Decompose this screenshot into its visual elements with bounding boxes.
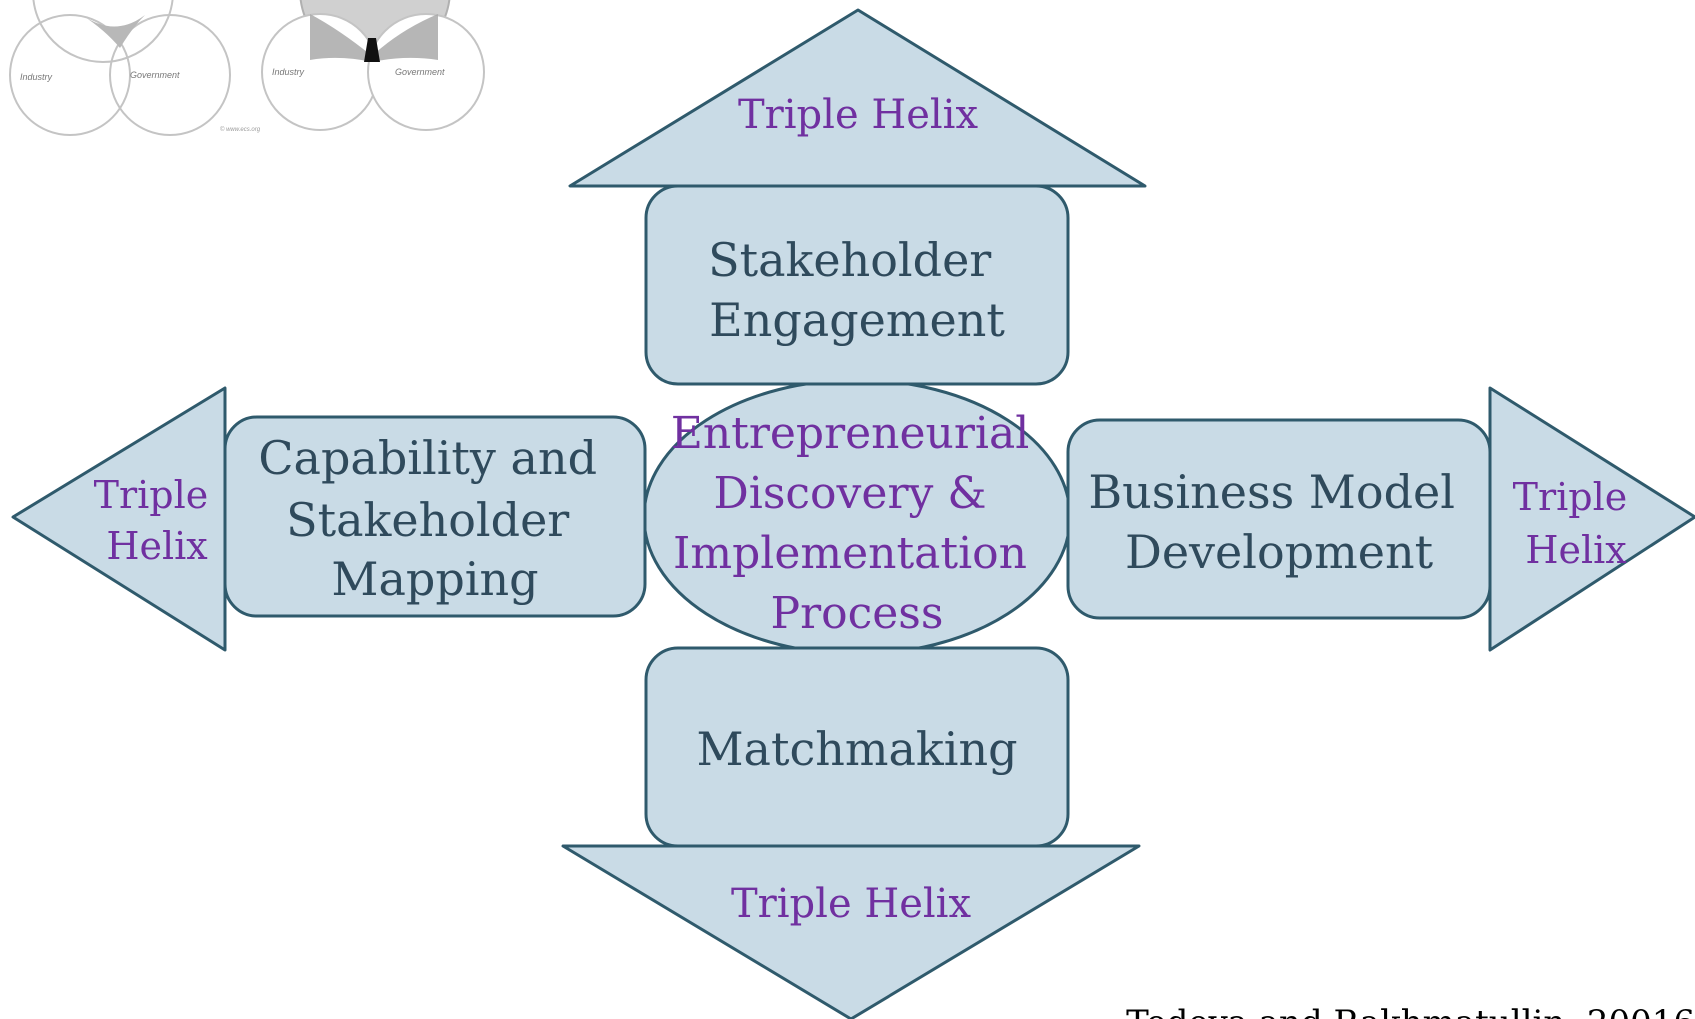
center-line: Implementation <box>673 528 1027 579</box>
venn-circle-top <box>32 0 174 63</box>
arrow-bottom-label: Triple Helix <box>731 881 972 927</box>
venn-caption: © www.ecs.org <box>220 126 261 133</box>
arrow-right-line: Helix <box>1525 528 1626 572</box>
box-capability-mapping: Capability and Stakeholder Mapping <box>223 415 647 618</box>
arrow-left-shape <box>11 386 227 652</box>
venn-circle-right <box>109 14 231 136</box>
venn-overlap-shade <box>82 15 145 48</box>
box-top-line: Engagement <box>709 293 1005 347</box>
box-stakeholder-engagement: Stakeholder Engagement <box>644 184 1070 386</box>
center-line: Entrepreneurial <box>671 408 1030 459</box>
venn-label-industry: Industry <box>20 72 53 82</box>
box-right-line: Business Model <box>1088 465 1455 519</box>
venn-circle-left <box>9 14 131 136</box>
box-left-line: Stakeholder <box>286 493 569 547</box>
venn-right-figure: Industry Government <box>261 0 485 131</box>
center-process: Entrepreneurial Discovery & Implementati… <box>642 378 1072 656</box>
box-business-model: Business Model Development <box>1066 418 1492 620</box>
box-right-shape <box>1066 418 1492 620</box>
box-top-line: Stakeholder <box>708 233 991 287</box>
center-label: Entrepreneurial Discovery & Implementati… <box>671 408 1044 639</box>
center-line: Process <box>771 588 944 639</box>
venn-left-figure: Industry Government <box>9 0 231 136</box>
arrow-right-line: Triple <box>1513 475 1628 519</box>
box-top-shape <box>644 184 1070 386</box>
box-left-label: Capability and Stakeholder Mapping <box>258 431 611 606</box>
arrow-left-line: Helix <box>106 524 207 568</box>
arrow-left-label: Triple Helix <box>94 473 221 568</box>
arrow-left: Triple Helix <box>11 386 227 652</box>
venn-center-black <box>364 38 380 62</box>
arrow-top: Triple Helix <box>568 8 1147 188</box>
arrow-right-shape <box>1488 386 1695 652</box>
venn-overlap-shade <box>310 14 438 62</box>
citation-text: Todeva and Rakhmatullin, 20016 <box>1126 1003 1695 1019</box>
venn-label-government: Government <box>395 67 445 77</box>
venn-thumbnail: Industry Government Industry Government … <box>9 0 485 136</box>
arrow-right-label: Triple Helix <box>1513 475 1640 572</box>
venn-label-government: Government <box>130 70 180 80</box>
box-left-line: Mapping <box>331 552 538 606</box>
box-right-label: Business Model Development <box>1088 465 1469 579</box>
arrow-top-label: Triple Helix <box>738 92 979 138</box>
arrow-bottom: Triple Helix <box>561 844 1141 1019</box>
box-bottom-line: Matchmaking <box>696 722 1017 776</box>
box-left-line: Capability and <box>258 431 597 485</box>
venn-label-industry: Industry <box>272 67 305 77</box>
box-bottom-label: Matchmaking <box>696 722 1017 776</box>
box-right-line: Development <box>1125 525 1434 579</box>
box-matchmaking: Matchmaking <box>644 646 1070 848</box>
box-top-label: Stakeholder Engagement <box>708 233 1006 347</box>
center-line: Discovery & <box>713 468 986 519</box>
arrow-right: Triple Helix <box>1488 386 1695 652</box>
box-bottom-shape <box>644 646 1070 848</box>
arrow-bottom-shape <box>561 844 1141 1019</box>
arrow-left-line: Triple <box>94 473 209 517</box>
box-left-shape <box>223 415 647 618</box>
